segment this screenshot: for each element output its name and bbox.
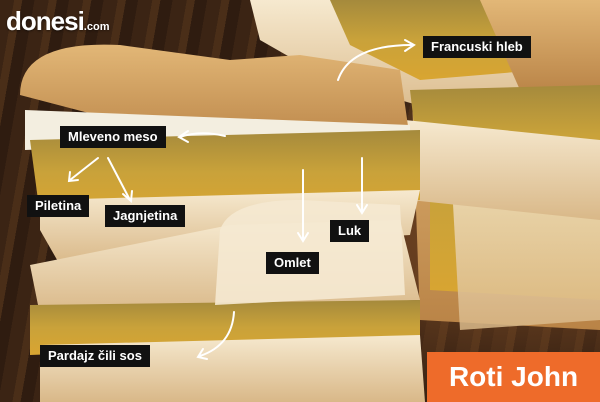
- label-mleveno-meso: Mleveno meso: [60, 126, 166, 148]
- sandwich-top: [250, 0, 600, 220]
- title-badge: Roti John: [427, 352, 600, 402]
- label-luk: Luk: [330, 220, 370, 242]
- donesi-logo: donesi.com: [6, 6, 109, 37]
- arrow-jagnjetina: [107, 157, 131, 201]
- label-piletina: Piletina: [27, 195, 90, 217]
- arrow-pardajz: [199, 311, 235, 357]
- label-omlet: Omlet: [266, 252, 319, 274]
- label-jagnjetina: Jagnjetina: [105, 205, 186, 227]
- pointer-arrows: [67, 39, 416, 360]
- arrow-francuski-hleb: [337, 44, 413, 81]
- arrow-piletina: [69, 157, 99, 181]
- logo-brand: donesi: [6, 6, 85, 36]
- arrow-mleveno-meso: [179, 132, 226, 138]
- label-francuski-hleb: Francuski hleb: [423, 36, 531, 58]
- logo-suffix: .com: [83, 21, 110, 33]
- label-pardajz-cili-sos: Pardajz čili sos: [40, 345, 150, 367]
